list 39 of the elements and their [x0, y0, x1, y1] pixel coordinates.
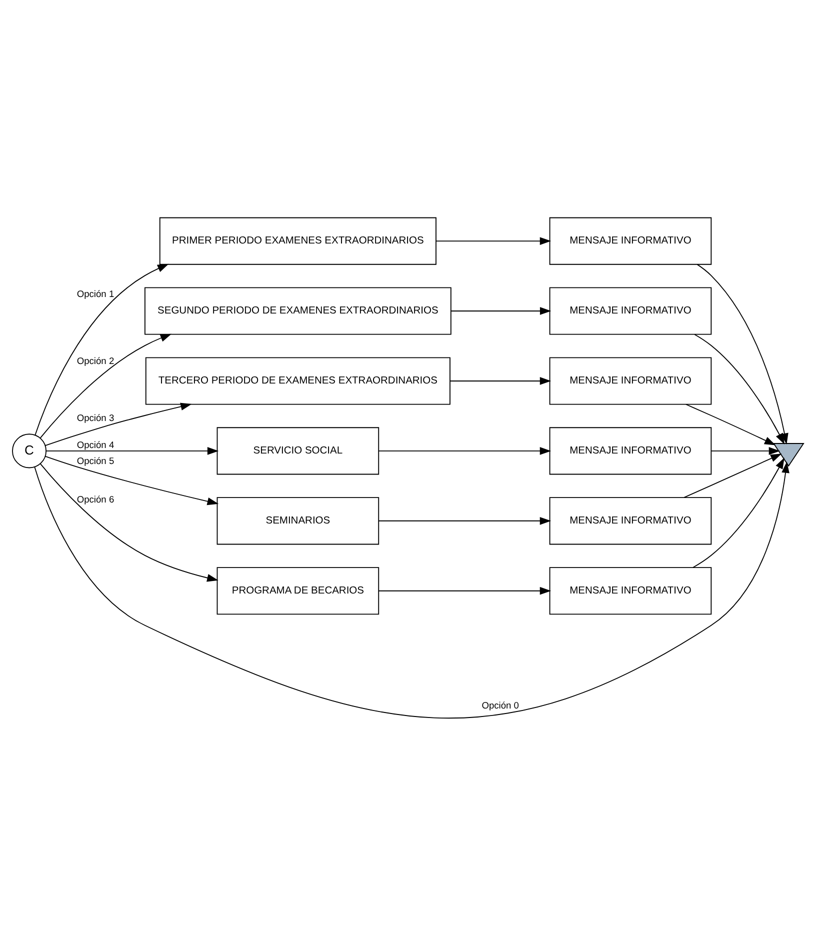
edge-label: Opción 1 [76, 289, 114, 300]
node-box: MENSAJE INFORMATIVO [549, 287, 712, 335]
arrow [44, 402, 192, 446]
arrow [34, 264, 169, 436]
arrow [684, 454, 782, 498]
arrow [450, 307, 552, 315]
edge-label: Opción 5 [76, 456, 114, 466]
arrow [378, 447, 552, 455]
arrow [46, 447, 219, 455]
node-box: MENSAJE INFORMATIVO [549, 217, 712, 265]
edge-label: Opción 4 [76, 440, 114, 450]
arrow [686, 404, 776, 446]
arrow [694, 334, 785, 444]
edge-label: Opción 0 [482, 700, 519, 710]
arrow [436, 237, 552, 245]
edge-label: Opción 2 [76, 356, 114, 366]
arrow [692, 458, 784, 568]
node-box: PROGRAMA DE BECARIOS [216, 567, 380, 615]
arrow [44, 456, 219, 506]
node-box: MENSAJE INFORMATIVO [549, 497, 712, 545]
edge-label: Opción 6 [76, 494, 114, 504]
arrow [40, 334, 172, 438]
arrow [378, 586, 552, 595]
node-triangle [772, 443, 804, 467]
arrow [34, 462, 790, 718]
node-circle: C [12, 434, 47, 468]
node-box: SERVICIO SOCIAL [216, 427, 380, 475]
node-box: MENSAJE INFORMATIVO [549, 427, 712, 475]
arrow [450, 377, 552, 385]
node-box: SEGUNDO PERIODO DE EXAMENES EXTRAORDINARIOS [144, 287, 452, 335]
node-box: MENSAJE INFORMATIVO [549, 357, 712, 405]
arrow [378, 516, 552, 525]
node-box: PRIMER PERIODO EXAMENES EXTRAORDINARIOS [159, 217, 436, 265]
arrow [710, 447, 780, 455]
node-box: TERCERO PERIODO DE EXAMENES EXTRAORDINARIOS [145, 357, 450, 405]
node-box: SEMINARIOS [216, 497, 380, 545]
node-box: MENSAJE INFORMATIVO [549, 567, 712, 615]
edge-label: Opción 3 [76, 413, 114, 424]
arrow [40, 463, 218, 582]
